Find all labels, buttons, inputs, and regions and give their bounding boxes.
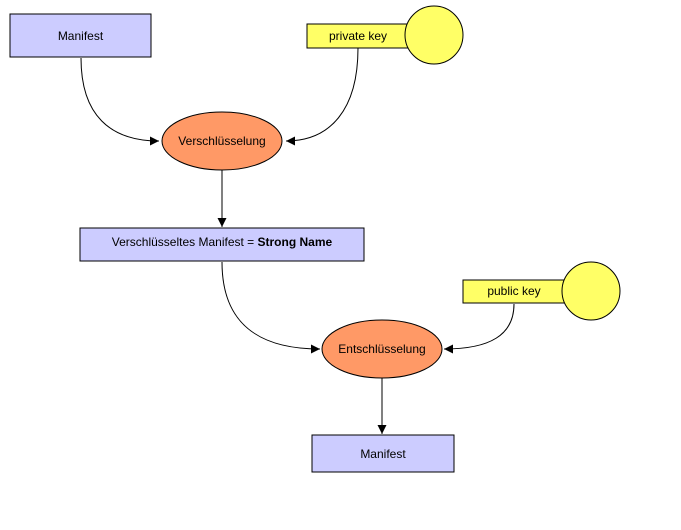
public-key-circle <box>561 261 621 321</box>
encryption-label: Verschlüsselung <box>178 134 265 148</box>
edge-public-key-to-decryption <box>443 303 515 354</box>
decryption-label: Entschlüsselung <box>338 342 425 356</box>
manifest-top-label: Manifest <box>58 29 104 43</box>
manifest-bottom-node: Manifest <box>311 434 455 473</box>
edge-private-key-to-encryption <box>285 47 359 146</box>
encrypted-manifest-prefix: Verschlüsseltes Manifest = <box>112 235 258 249</box>
manifest-bottom-label: Manifest <box>360 447 406 461</box>
manifest-top-node: Manifest <box>9 13 152 58</box>
private-key-label: private key <box>329 29 387 43</box>
private-key-node: private key <box>306 5 464 65</box>
public-key-node: public key <box>462 261 621 321</box>
public-key-label: public key <box>487 284 540 298</box>
edge-manifest-to-encryption <box>80 57 160 146</box>
encrypted-manifest-node: Verschlüsseltes Manifest = Strong Name <box>79 227 365 262</box>
edge-encrypted-manifest-to-decryption <box>221 261 321 354</box>
encryption-node: Verschlüsselung <box>161 111 283 171</box>
decryption-node: Entschlüsselung <box>321 319 443 379</box>
private-key-circle <box>404 5 464 65</box>
strong-name-label: Strong Name <box>258 235 333 249</box>
encrypted-manifest-label: Verschlüsseltes Manifest = Strong Name <box>112 235 333 249</box>
